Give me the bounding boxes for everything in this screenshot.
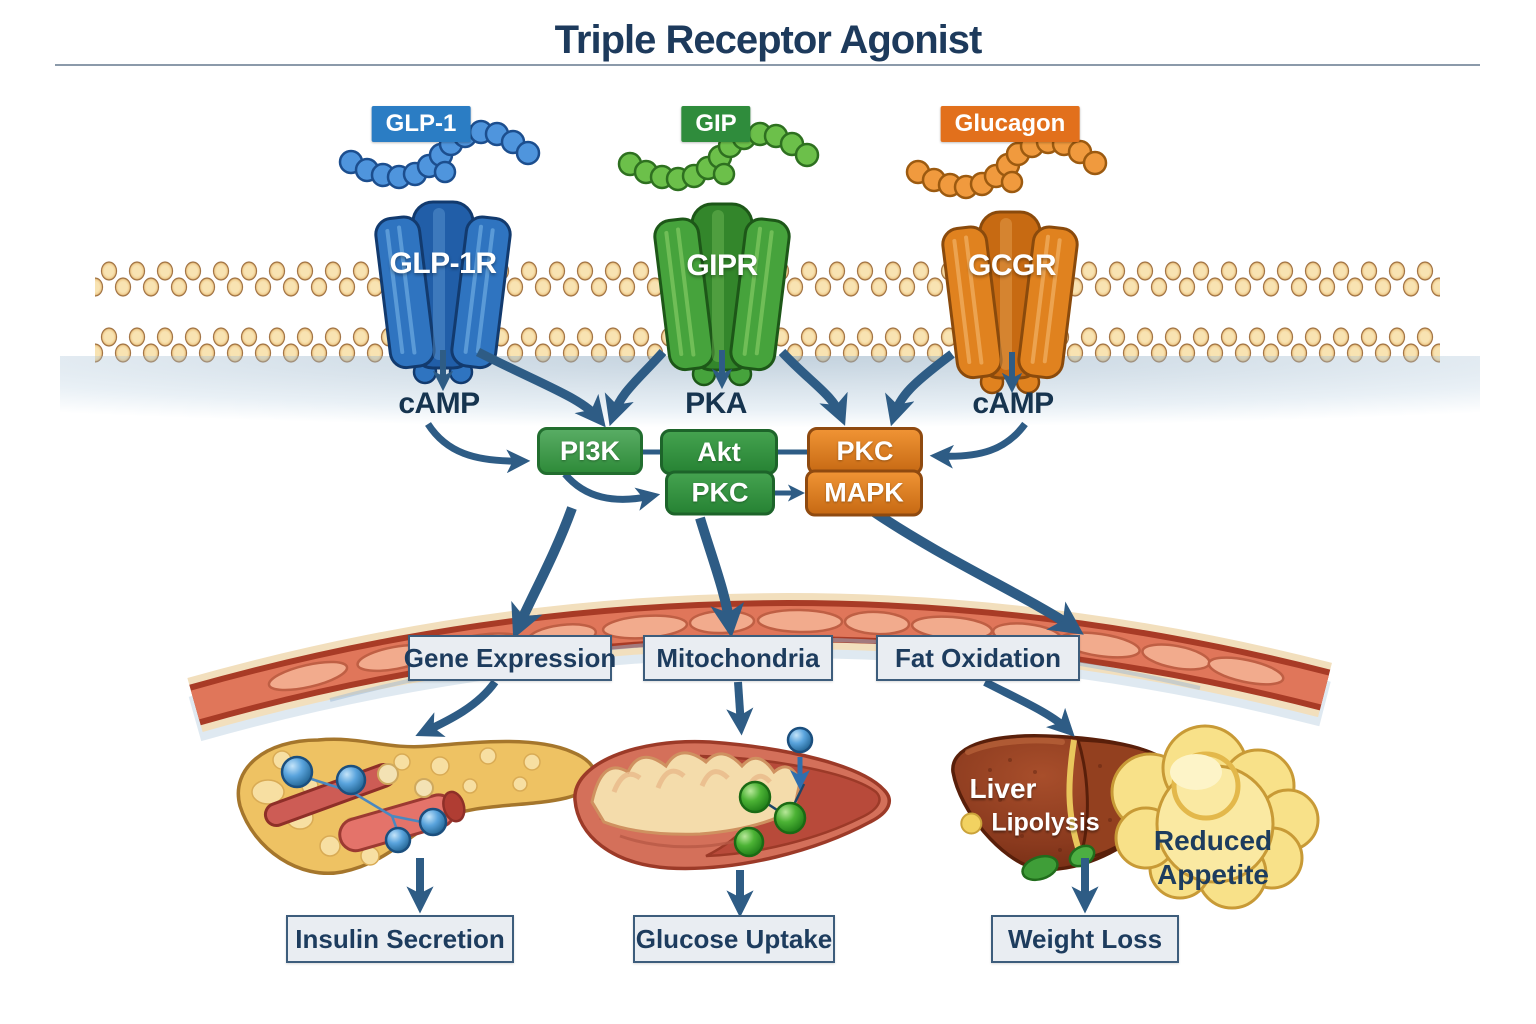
arrow-gipr-pi3k xyxy=(604,349,667,427)
arrow-camp-pkc xyxy=(929,421,1028,469)
arrow-pi3k-pkc xyxy=(562,471,661,511)
title-divider xyxy=(55,64,1480,66)
gallbladder xyxy=(1021,854,1059,882)
arrow-to-gene-expression xyxy=(511,506,577,639)
glp1-receptor xyxy=(340,121,539,383)
arrow-to-mitochondria xyxy=(695,516,745,638)
arrow-mito-organ xyxy=(726,681,754,736)
insulin-vesicles xyxy=(280,755,448,854)
arrow-glp1r-pi3k xyxy=(475,347,606,428)
glucose-ball xyxy=(786,726,814,754)
arrows xyxy=(406,347,1099,918)
cristae xyxy=(590,751,802,836)
pancreas xyxy=(236,737,597,875)
arrow-camp-pi3k xyxy=(425,422,531,474)
page-title: Triple Receptor Agonist xyxy=(554,18,983,62)
arrow-gcgr-pkc xyxy=(885,350,955,427)
fat-tissue xyxy=(1110,724,1320,910)
pancreas-duct xyxy=(338,790,466,853)
mitochondrion xyxy=(573,726,891,871)
vessel-band xyxy=(187,593,1332,742)
pancreas-islets xyxy=(377,763,434,798)
gcgr-receptor xyxy=(907,131,1106,393)
gip-receptor xyxy=(619,123,818,385)
glucose-molecules xyxy=(733,780,807,858)
arrow-to-fat-oxidation xyxy=(871,507,1084,635)
arrow-fo-liver xyxy=(983,678,1075,737)
arrow-ge-pancreas xyxy=(415,679,499,737)
arrow-gipr-pkc xyxy=(778,348,848,426)
liver-ligament xyxy=(1066,739,1083,855)
